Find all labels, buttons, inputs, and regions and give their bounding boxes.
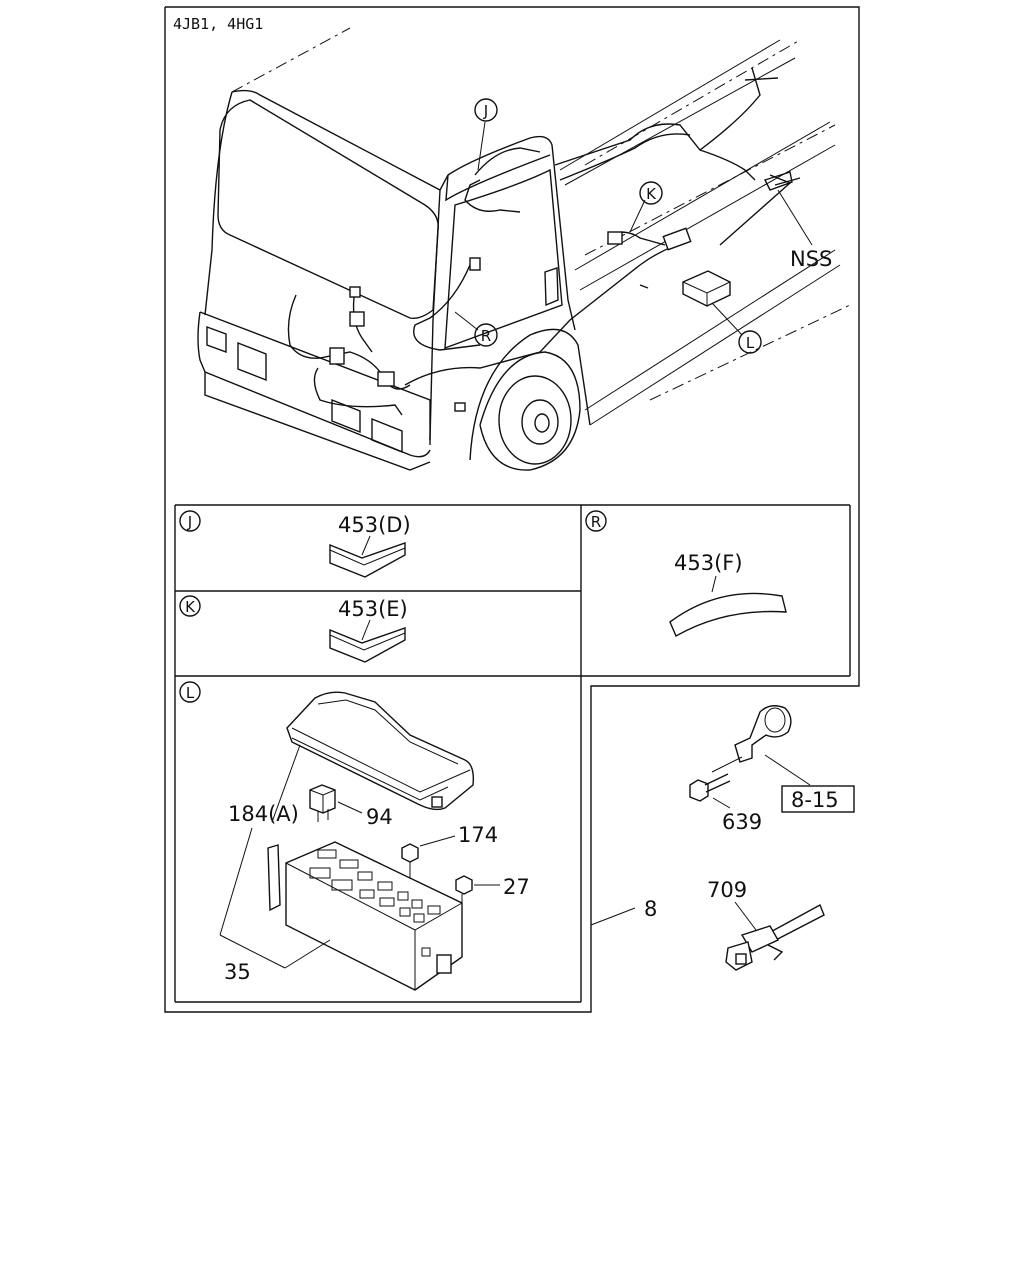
panel-l: L xyxy=(179,681,530,991)
svg-text:R: R xyxy=(481,327,491,345)
part-709: 709 xyxy=(707,878,747,902)
part-639: 639 xyxy=(722,810,762,834)
svg-text:L: L xyxy=(746,334,755,352)
nss-label: NSS xyxy=(777,189,832,271)
detail-panels xyxy=(174,504,851,1003)
fuse-box-strap xyxy=(267,844,281,912)
svg-text:R: R xyxy=(591,513,601,531)
harness-label: 8 xyxy=(590,897,657,926)
panel-k: K 453(E) xyxy=(179,595,408,663)
harness-clip: 709 xyxy=(707,878,825,971)
part-184a: 184(A) xyxy=(228,802,299,826)
relay xyxy=(309,784,363,822)
callout-j: J xyxy=(474,98,498,171)
fuse-small xyxy=(455,875,500,903)
truck-overview xyxy=(197,27,851,471)
part-453d: 453(D) xyxy=(338,513,411,537)
engine-header: 4JB1, 4HG1 xyxy=(173,15,263,33)
svg-text:8: 8 xyxy=(644,897,657,921)
svg-text:L: L xyxy=(186,684,195,702)
outer-frame xyxy=(164,6,860,1013)
svg-text:J: J xyxy=(483,102,488,120)
fuse-box-base xyxy=(285,841,463,991)
part-174: 174 xyxy=(458,823,498,847)
part-35: 35 xyxy=(224,960,251,984)
panel-j: J 453(D) xyxy=(179,510,411,578)
part-453f: 453(F) xyxy=(674,551,743,575)
part-8-15: 8-15 xyxy=(791,788,839,812)
part-453e: 453(E) xyxy=(338,597,408,621)
clamp-ref-box xyxy=(781,785,855,813)
callout-l: L xyxy=(711,302,762,354)
svg-text:J: J xyxy=(187,513,192,531)
svg-text:K: K xyxy=(185,598,196,616)
part-27: 27 xyxy=(503,875,530,899)
fuse-box-cover xyxy=(286,691,475,811)
clamp-with-bolt: 8-15 639 xyxy=(689,705,855,834)
callout-r: R xyxy=(454,311,498,347)
fuse-large xyxy=(401,835,456,885)
svg-text:NSS: NSS xyxy=(790,247,832,271)
callout-k: K xyxy=(629,181,663,233)
panel-r: R 453(F) xyxy=(585,510,787,637)
svg-text:K: K xyxy=(646,185,657,203)
part-94: 94 xyxy=(366,805,393,829)
